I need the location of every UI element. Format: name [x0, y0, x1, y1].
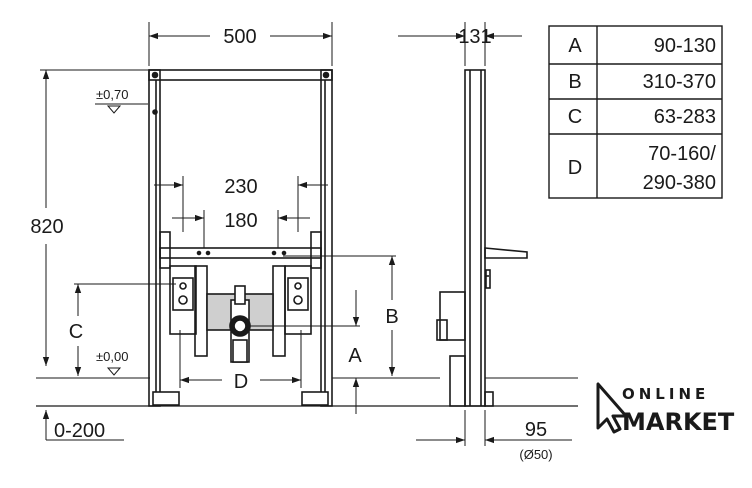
table-val-d-line2: 290-380 [643, 172, 716, 194]
left-post [148, 69, 161, 407]
side-view [436, 69, 528, 407]
table-key-c: C [568, 106, 582, 128]
dim-820: 820 [30, 216, 63, 238]
dim-500: 500 [223, 26, 256, 48]
tolerance-top: ±0,70 [96, 87, 128, 102]
table-key-a: A [568, 35, 582, 57]
top-rail [148, 69, 333, 81]
floor-lines [36, 377, 578, 407]
logo-line1: ONLINE [622, 385, 709, 403]
online-market-logo: ONLINE MARKET [596, 382, 735, 436]
front-view [148, 69, 333, 407]
table-val-b: 310-370 [643, 71, 716, 93]
label-b: B [385, 306, 398, 328]
dimension-lines [40, 22, 572, 446]
table-val-c: 63-283 [654, 106, 716, 128]
table-val-a: 90-130 [654, 35, 716, 57]
pipe-diameter: (Ø50) [519, 447, 552, 462]
table-val-d-line1: 70-160/ [648, 143, 716, 165]
right-foot [301, 391, 329, 406]
dimension-table [548, 25, 723, 199]
dim-180: 180 [224, 210, 257, 232]
side-post [464, 69, 486, 407]
cursor-icon [596, 382, 628, 434]
left-foot [152, 391, 180, 406]
label-a: A [348, 345, 362, 367]
tolerance-floor: ±0,00 [96, 349, 128, 364]
logo-line2: MARKET [622, 408, 735, 436]
label-d: D [234, 371, 248, 393]
dim-0-200: 0-200 [54, 420, 105, 442]
dim-131: 131 [458, 26, 491, 48]
label-c: C [69, 321, 83, 343]
table-key-d: D [568, 157, 582, 179]
right-post [320, 69, 333, 407]
dim-95: 95 [525, 419, 547, 441]
table-key-b: B [568, 71, 581, 93]
dim-230: 230 [224, 176, 257, 198]
